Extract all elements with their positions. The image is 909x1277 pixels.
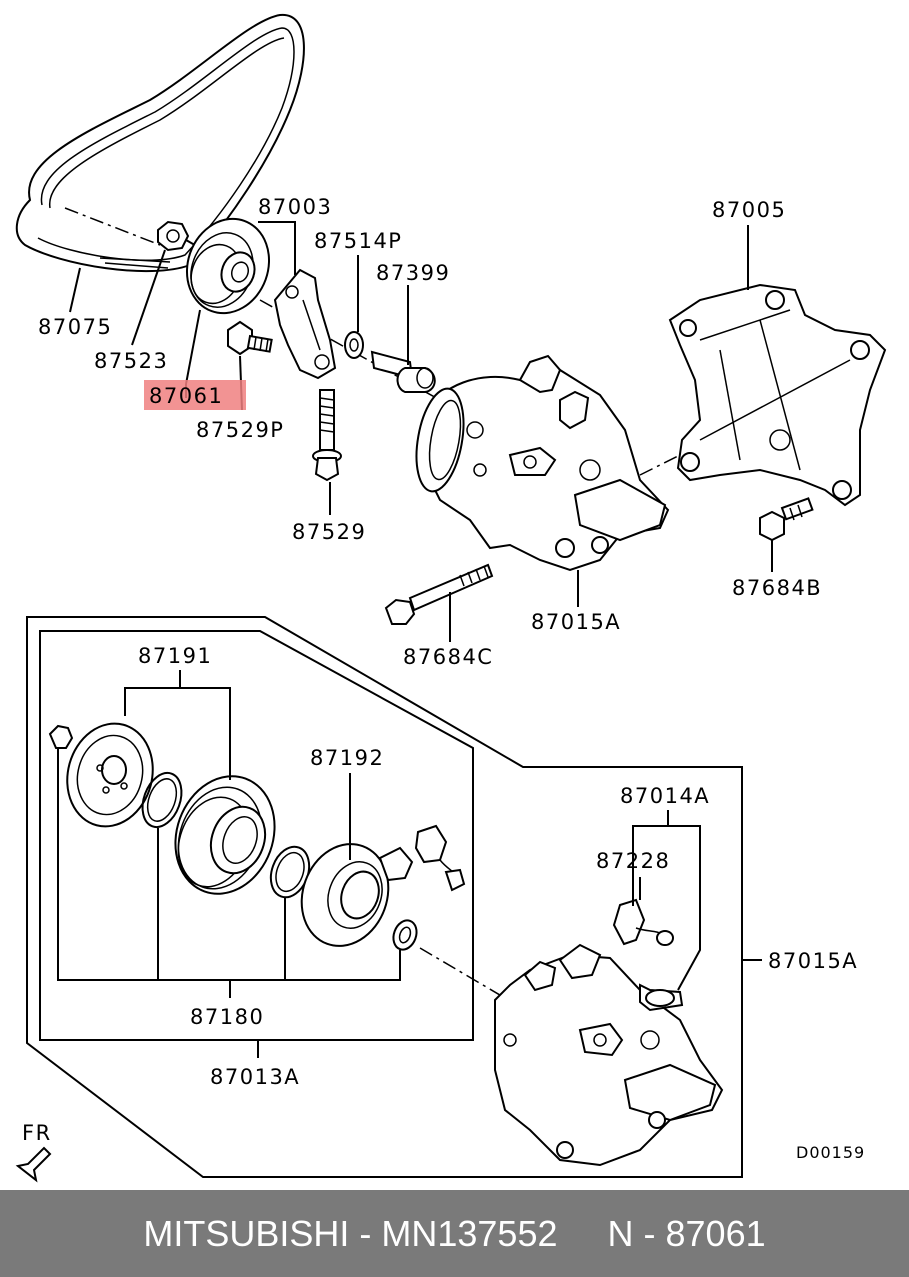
shim xyxy=(392,919,418,951)
bolt-87529p xyxy=(227,320,273,356)
label-87523: 87523 xyxy=(94,349,168,373)
highlight-87061 xyxy=(144,380,246,410)
footer-part-info: MITSUBISHI - MN137552 N - 87061 xyxy=(143,1212,766,1254)
label-87191: 87191 xyxy=(138,644,212,668)
compressor-bottom xyxy=(494,943,724,1167)
leader-lines-kit xyxy=(57,670,762,1058)
label-87015a-top: 87015A xyxy=(531,610,621,634)
label-87013a: 87013A xyxy=(210,1065,300,1089)
footer-bar: MITSUBISHI - MN137552 N - 87061 xyxy=(0,1190,909,1277)
front-direction-indicator: FR xyxy=(15,1121,52,1183)
label-87015a-right: 87015A xyxy=(768,949,858,973)
kit-border-87013a xyxy=(39,630,474,1041)
bracket-87003 xyxy=(273,268,337,380)
front-arrow-icon xyxy=(15,1146,52,1183)
label-87399: 87399 xyxy=(376,261,450,285)
label-87529p: 87529P xyxy=(196,418,284,442)
rotor-pulley xyxy=(174,775,276,895)
bolt-87529 xyxy=(312,389,342,482)
relief-valve xyxy=(612,898,675,1007)
bolt-87523 xyxy=(157,220,201,252)
field-coil xyxy=(300,824,466,947)
bolt-87684c xyxy=(384,563,494,625)
diagram-code: D00159 xyxy=(796,1143,865,1162)
bolt-87684b xyxy=(759,497,814,542)
washer-87514p xyxy=(344,331,364,359)
compressor-87015a-top xyxy=(415,354,670,572)
snap-ring-1 xyxy=(141,771,183,829)
drive-belt xyxy=(15,13,305,273)
clutch-plate xyxy=(48,722,154,828)
label-87003: 87003 xyxy=(258,195,332,219)
label-87061: 87061 xyxy=(149,384,223,408)
label-87228: 87228 xyxy=(596,849,670,873)
label-87014a: 87014A xyxy=(620,784,710,808)
pulley-87061 xyxy=(185,217,271,315)
label-87529: 87529 xyxy=(292,520,366,544)
label-87514p: 87514P xyxy=(314,229,402,253)
label-87684c: 87684C xyxy=(403,645,493,669)
kit-border-87015a xyxy=(26,616,743,1178)
label-87684b: 87684B xyxy=(732,576,822,600)
label-87005: 87005 xyxy=(712,198,786,222)
label-87075: 87075 xyxy=(38,315,112,339)
bracket-87005 xyxy=(668,283,887,507)
label-87192: 87192 xyxy=(310,746,384,770)
parts-diagram: 87075 87523 87061 87529P 87003 87514P 87… xyxy=(15,13,887,1183)
label-fr: FR xyxy=(22,1121,52,1145)
label-87180: 87180 xyxy=(190,1005,264,1029)
sleeve-87399 xyxy=(370,350,436,393)
